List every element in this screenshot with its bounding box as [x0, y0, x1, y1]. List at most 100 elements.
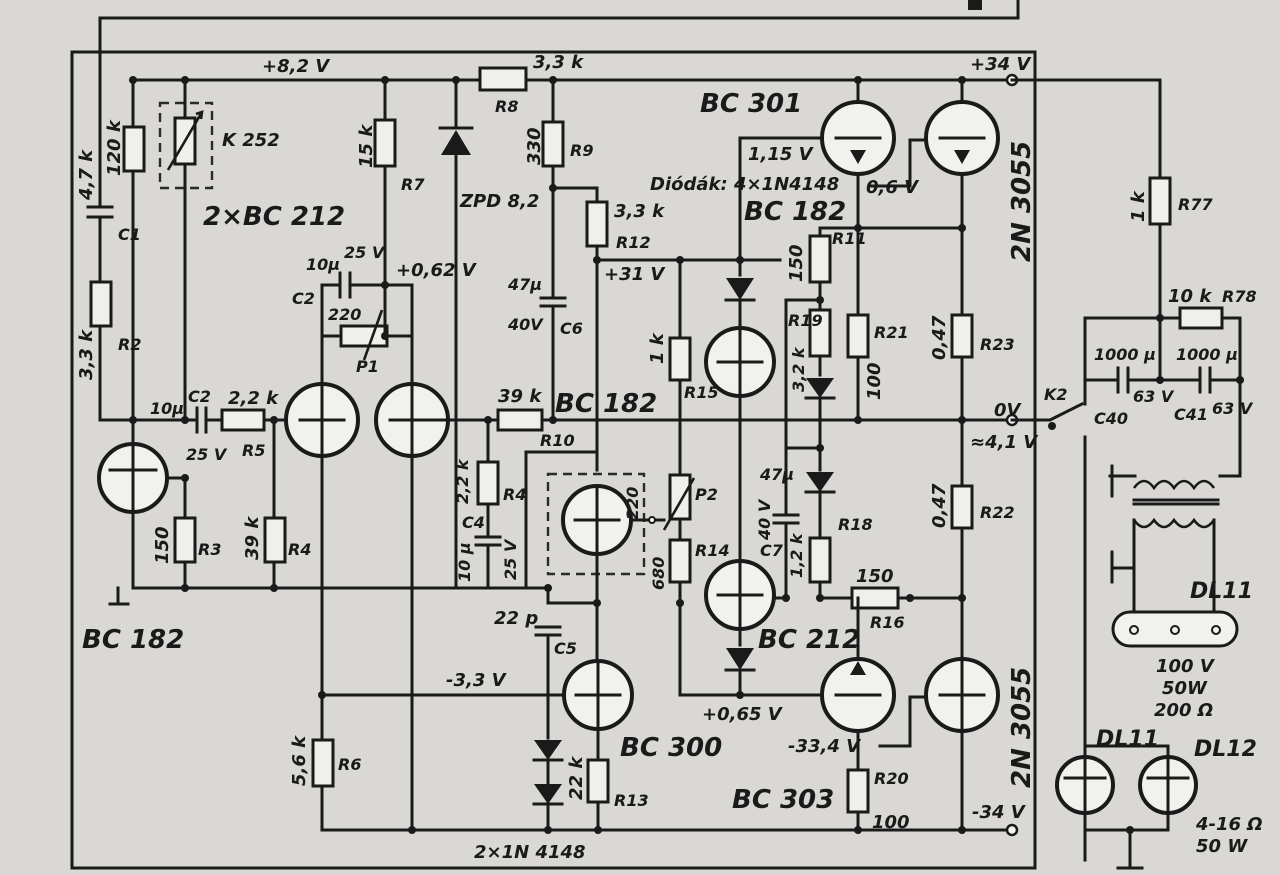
- cap-c5: [534, 625, 562, 637]
- wire-r2-node: [98, 324, 135, 422]
- cap-c2-top: [338, 271, 352, 299]
- label-r4: R4: [288, 540, 311, 559]
- label-2n3055-bottom: 2N 3055: [1007, 667, 1037, 788]
- label-r18-value: 1,2 k: [787, 532, 806, 578]
- p2-arrow: [662, 477, 696, 531]
- cap-c41: [1198, 366, 1212, 394]
- board-outline: [70, 50, 1037, 870]
- wire-34v-right: [1010, 78, 1162, 177]
- ground-symbol-left: [108, 586, 130, 606]
- label-c2: C2: [188, 387, 211, 406]
- resistor-r7: [373, 118, 397, 168]
- resistor-120k: [122, 125, 146, 173]
- resistor-r4: [263, 516, 287, 564]
- label-bc303: BC 303: [732, 785, 834, 815]
- label-r8: R8: [495, 97, 518, 116]
- label-r13-value: 22 k: [566, 756, 587, 800]
- label-p2: P2: [695, 485, 718, 504]
- wire-secondary-left: [1110, 518, 1136, 584]
- label-k252: K 252: [222, 130, 280, 151]
- transistor-bc212-b-leads: [388, 382, 436, 458]
- resistor-r13: [586, 758, 610, 804]
- cap-c40: [1116, 366, 1130, 394]
- label-4v1: ≈4,1 V: [970, 432, 1039, 453]
- label-r7: R7: [401, 175, 425, 194]
- diode-d5: [806, 378, 834, 398]
- label-r18: R18: [838, 515, 873, 534]
- label-c5-value: 22 p: [494, 608, 538, 629]
- label-r23-value: 0,47: [929, 315, 950, 360]
- label-r10: R10: [540, 431, 575, 450]
- resistor-r10: [496, 408, 544, 432]
- label-r11-value: 150: [786, 244, 807, 282]
- label-r7-value: 15 k: [356, 124, 377, 168]
- p1-wiper: [362, 309, 384, 361]
- transistor-bc182-mid-leads: [573, 484, 621, 556]
- label-r23: R23: [980, 335, 1015, 354]
- label-r20: R20: [874, 769, 909, 788]
- label-minus-34v: -34 V: [972, 802, 1027, 823]
- cap-c6-branch: [539, 164, 567, 422]
- bc303-arrow: [850, 661, 866, 675]
- label-1v15: 1,15 V: [748, 144, 815, 165]
- label-r12-value: 3,3 k: [614, 201, 665, 222]
- label-r3-value: 150: [152, 526, 173, 564]
- resistor-r4b: [476, 460, 500, 506]
- label-r6: R6: [338, 755, 361, 774]
- wire-c4-loop: [524, 450, 599, 590]
- label-k2: K2: [1044, 385, 1068, 404]
- label-r77-value: 1 k: [1128, 190, 1149, 222]
- label-r5-value: 2,2 k: [228, 388, 279, 409]
- label-r19-value: 3,2 k: [789, 346, 808, 392]
- diode-d1-bottom: [534, 740, 562, 760]
- label-r6-value: 5,6 k: [289, 735, 310, 786]
- label-c40-voltage: 63 V: [1133, 387, 1175, 406]
- cap-c7-branch: [772, 298, 800, 600]
- label-r19: R19: [788, 311, 823, 330]
- label-c1: C1: [118, 225, 141, 244]
- label-r10-value: 39 k: [498, 386, 542, 407]
- transistor-bc212-a-leads: [298, 382, 346, 458]
- transformer-core: [1132, 498, 1220, 506]
- label-c4-value: 10 µ: [455, 542, 474, 582]
- label-r5: R5: [242, 441, 265, 460]
- wire-speakers: [1083, 744, 1170, 870]
- label-r15-value: 1 k: [647, 332, 668, 364]
- label-c2top: C2: [292, 289, 315, 308]
- label-r2-value: 3,3 k: [76, 329, 97, 380]
- wire-r78-right: [1220, 316, 1242, 382]
- k2-pivot: [1048, 422, 1056, 430]
- label-2n3055-top: 2N 3055: [1007, 141, 1037, 262]
- label-c5: C5: [554, 639, 577, 658]
- label-zpd82: ZPD 8,2: [459, 191, 539, 212]
- potentiometer-p1: [339, 324, 389, 348]
- label-0v65: +0,65 V: [702, 704, 784, 725]
- label-r13: R13: [614, 791, 649, 810]
- label-r21-value: 100: [864, 362, 885, 400]
- lamp-pin1: [1129, 625, 1139, 635]
- label-p1: P1: [356, 357, 379, 376]
- cap-c4: [474, 535, 502, 547]
- resistor-r18: [808, 536, 832, 584]
- label-c2-value: 10µ: [150, 399, 184, 418]
- label-0v: 0V: [994, 400, 1023, 421]
- label-r78-value: 10 k: [1168, 286, 1212, 307]
- diode-d3: [726, 278, 754, 300]
- transistor-bc303-leads: [834, 596, 882, 772]
- label-bc182-r10: BC 182: [555, 389, 657, 419]
- label-r14-value: 680: [649, 557, 668, 590]
- label-c40: C40: [1094, 409, 1128, 428]
- label-r14: R14: [695, 541, 730, 560]
- label-c2-voltage: 25 V: [186, 445, 228, 464]
- resistor-r20: [846, 768, 870, 814]
- label-diodes-bottom: 2×1N 4148: [474, 842, 586, 863]
- cap-c1: [86, 205, 114, 219]
- resistor-r11: [808, 234, 832, 284]
- top-feed-wire: [98, 0, 1020, 54]
- label-bc182-mid: BC 182: [744, 197, 846, 227]
- label-c7-voltage: 40 V: [755, 498, 774, 541]
- label-0v62: +0,62 V: [396, 260, 478, 281]
- resistor-r6: [311, 738, 335, 788]
- label-c41-voltage: 63 V: [1212, 399, 1254, 418]
- label-c6-voltage: 40V: [507, 315, 544, 334]
